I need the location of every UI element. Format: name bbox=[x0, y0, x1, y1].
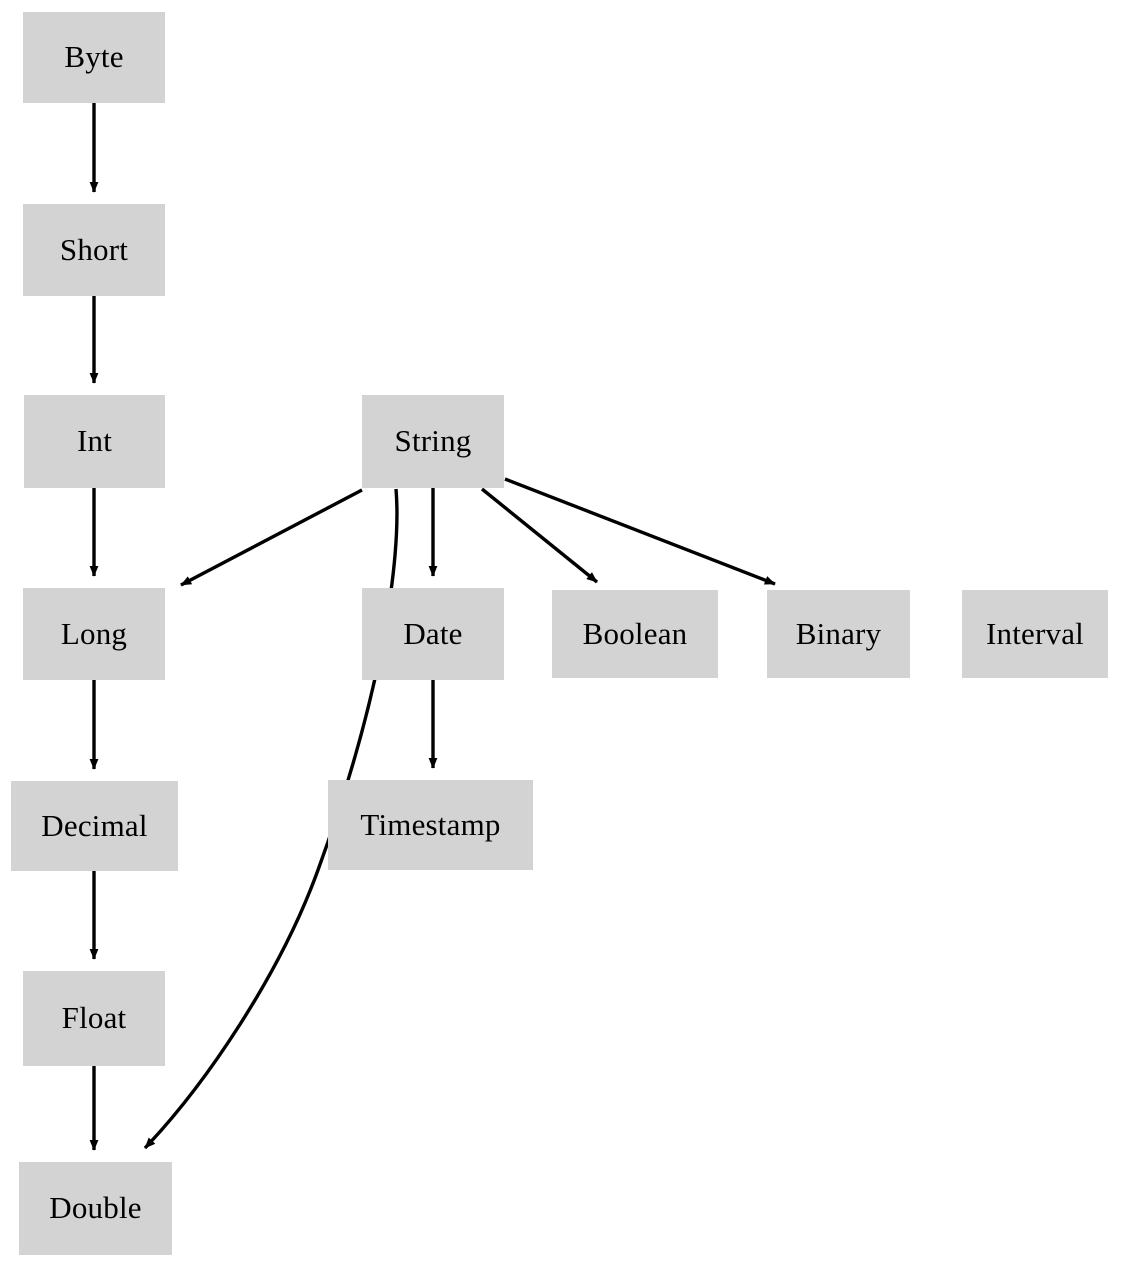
edge-string-long bbox=[180, 488, 363, 587]
node-byte-label: Byte bbox=[64, 39, 124, 74]
node-string[interactable]: String bbox=[362, 395, 504, 488]
node-timestamp[interactable]: Timestamp bbox=[328, 780, 533, 870]
node-float[interactable]: Float bbox=[23, 971, 165, 1066]
node-double-label: Double bbox=[49, 1190, 142, 1225]
node-string-label: String bbox=[394, 423, 472, 458]
edge-string-binary bbox=[504, 477, 776, 586]
edge-string-boolean bbox=[480, 487, 599, 584]
node-interval-label: Interval bbox=[986, 615, 1084, 651]
node-double[interactable]: Double bbox=[19, 1162, 172, 1255]
node-long-label: Long bbox=[60, 615, 128, 651]
node-byte[interactable]: Byte bbox=[23, 12, 165, 103]
node-short[interactable]: Short bbox=[23, 204, 165, 296]
node-interval[interactable]: Interval bbox=[962, 590, 1108, 678]
node-timestamp-label: Timestamp bbox=[360, 806, 501, 842]
node-int[interactable]: Int bbox=[24, 395, 165, 488]
node-date-label: Date bbox=[403, 615, 463, 651]
node-date[interactable]: Date bbox=[362, 588, 504, 680]
node-binary[interactable]: Binary bbox=[767, 590, 910, 678]
node-decimal-label: Decimal bbox=[41, 807, 148, 843]
node-long[interactable]: Long bbox=[23, 588, 165, 680]
node-boolean[interactable]: Boolean bbox=[552, 590, 718, 678]
node-int-label: Int bbox=[76, 423, 113, 458]
node-short-label: Short bbox=[59, 231, 129, 267]
node-decimal[interactable]: Decimal bbox=[11, 781, 178, 871]
node-float-label: Float bbox=[61, 1000, 127, 1035]
node-boolean-label: Boolean bbox=[582, 615, 688, 651]
node-binary-label: Binary bbox=[795, 615, 882, 651]
